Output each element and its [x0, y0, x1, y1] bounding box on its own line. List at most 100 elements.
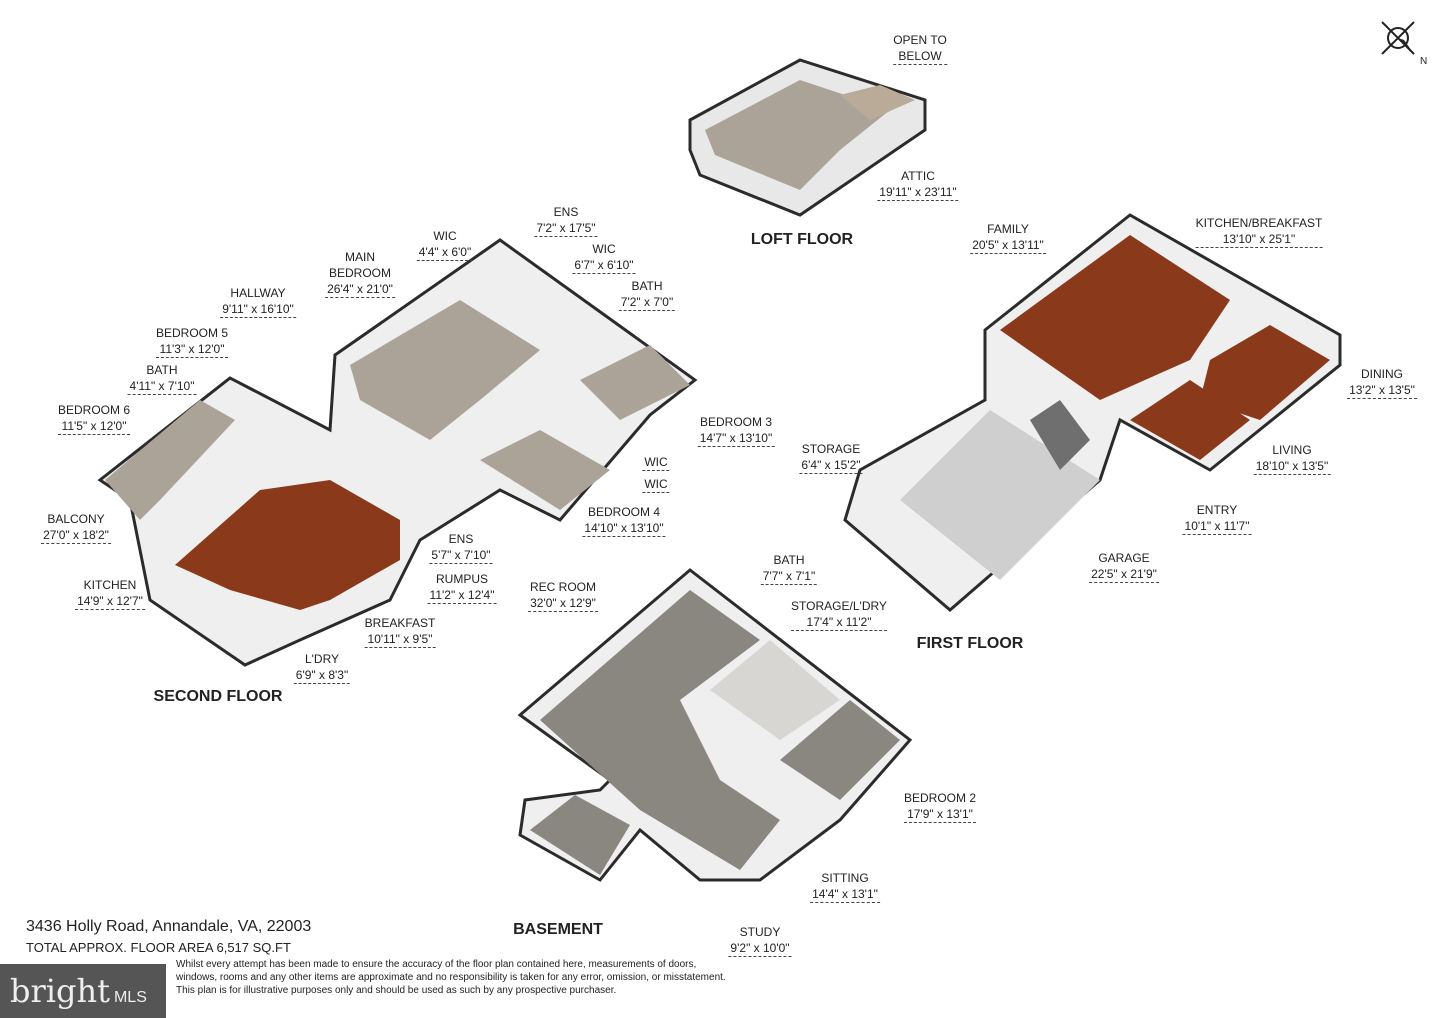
- room-dims: 17'9" x 13'1": [903, 806, 977, 823]
- room-label-storage: STORAGE 6'4" x 15'2": [799, 441, 863, 474]
- room-name: OPEN TO: [893, 33, 947, 47]
- room-dims: 13'2" x 13'5": [1347, 383, 1417, 399]
- room-label-wic-4: WIC: [642, 476, 670, 493]
- room-dims: 17'4" x 11'2": [791, 614, 887, 631]
- room-name: ENTRY: [1196, 503, 1238, 517]
- room-label-bath: BATH 4'11" x 7'10": [127, 362, 197, 395]
- room-dims: 27'0" x 18'2": [41, 528, 111, 544]
- room-dims: 11'3" x 12'0": [155, 341, 229, 358]
- floor-title-second: SECOND FLOOR: [153, 688, 283, 705]
- room-label-open-to-below: OPEN TO BELOW: [893, 32, 947, 65]
- room-label-main-bedroom: MAIN BEDROOM 26'4" x 21'0": [325, 249, 395, 298]
- room-label-dining: DINING 13'2" x 13'5": [1347, 366, 1417, 399]
- room-name-line2: BEDROOM: [328, 266, 391, 280]
- loft-floor-plan: [688, 58, 927, 217]
- room-dims: 14'10" x 13'10": [582, 521, 666, 537]
- room-dims: 7'2" x 17'5": [534, 221, 598, 237]
- room-name: STUDY: [739, 925, 781, 939]
- second-floor-plan: [97, 238, 698, 667]
- room-name: BATH: [146, 363, 178, 377]
- property-address: 3436 Holly Road, Annandale, VA, 22003: [26, 918, 312, 935]
- room-label-balcony: BALCONY 27'0" x 18'2": [41, 511, 111, 544]
- room-name: ATTIC: [901, 169, 935, 183]
- room-name: BEDROOM 2: [903, 791, 977, 805]
- room-dims: 14'7" x 13'10": [697, 431, 775, 447]
- disclaimer: Whilst every attempt has been made to en…: [176, 959, 726, 996]
- room-dims: 6'7" x 6'10": [572, 258, 636, 274]
- room-dims: 4'4" x 6'0": [416, 245, 474, 261]
- room-label-sitting: SITTING 14'4" x 13'1": [810, 870, 880, 903]
- room-label-entry: ENTRY 10'1" x 11'7": [1182, 502, 1252, 535]
- room-name: KITCHEN/BREAKFAST: [1195, 216, 1323, 230]
- room-dims: 18'10" x 13'5": [1253, 459, 1331, 475]
- room-name: BREAKFAST: [364, 616, 436, 630]
- room-dims: 26'4" x 21'0": [325, 282, 395, 298]
- room-name: RUMPUS: [435, 572, 489, 586]
- room-name: BALCONY: [47, 512, 105, 526]
- room-label-wic: WIC 4'4" x 6'0": [416, 228, 474, 261]
- logo-text: bright: [10, 972, 110, 1010]
- room-name: LIVING: [1272, 443, 1312, 457]
- room-dims: 20'5" x 13'11": [970, 238, 1046, 254]
- room-name: BATH: [773, 553, 805, 567]
- room-dims: 13'10" x 25'1": [1195, 231, 1323, 248]
- room-name: SITTING: [821, 871, 869, 885]
- room-label-family: FAMILY 20'5" x 13'11": [970, 221, 1046, 254]
- compass-label: N: [1420, 56, 1428, 67]
- floor-title-basement: BASEMENT: [513, 921, 603, 938]
- room-name: HALLWAY: [230, 286, 286, 300]
- room-name: STORAGE: [801, 442, 861, 456]
- room-name: GARAGE: [1098, 551, 1150, 565]
- room-name: DINING: [1361, 367, 1403, 381]
- first-floor-plan: [843, 213, 1342, 612]
- room-name: BEDROOM 4: [587, 505, 661, 519]
- room-dims: 14'4" x 13'1": [810, 887, 880, 903]
- room-label-hallway: HALLWAY 9'11" x 16'10": [220, 285, 296, 318]
- room-name: WIC: [642, 477, 670, 493]
- room-name: MAIN: [345, 250, 375, 264]
- room-name: REC ROOM: [530, 580, 596, 594]
- room-name: WIC: [433, 229, 457, 243]
- floor-title-loft: LOFT FLOOR: [750, 231, 854, 248]
- room-dims: 14'9" x 12'7": [75, 594, 145, 610]
- basement-plan: [517, 568, 913, 882]
- room-dims: 4'11" x 7'10": [127, 379, 197, 395]
- room-name-line2: BELOW: [893, 48, 947, 65]
- room-dims: 7'2" x 7'0": [618, 295, 676, 311]
- room-name: STORAGE/L'DRY: [791, 599, 887, 613]
- room-name: WIC: [642, 455, 670, 471]
- room-dims: 32'0" x 12'9": [528, 596, 598, 612]
- room-dims: 6'4" x 15'2": [799, 458, 863, 474]
- room-label-bedroom-4: BEDROOM 4 14'10" x 13'10": [582, 504, 666, 537]
- room-dims: 9'11" x 16'10": [220, 302, 296, 318]
- room-dims: 10'1" x 11'7": [1182, 519, 1252, 535]
- room-label-bedroom-3: BEDROOM 3 14'7" x 13'10": [697, 414, 775, 447]
- room-name: BEDROOM 3: [699, 415, 772, 429]
- total-floor-area: TOTAL APPROX. FLOOR AREA 6,517 SQ.FT: [26, 940, 291, 955]
- room-label-wic-3: WIC: [642, 454, 670, 471]
- room-name: BEDROOM 6: [57, 403, 131, 417]
- room-label-rec-room: REC ROOM 32'0" x 12'9": [528, 579, 598, 612]
- room-name: BEDROOM 5: [155, 326, 229, 340]
- room-name: KITCHEN: [83, 578, 137, 592]
- room-dims: 5'7" x 7'10": [429, 548, 493, 564]
- logo-suffix: MLS: [113, 989, 147, 1006]
- floor-title-first: FIRST FLOOR: [916, 635, 1024, 652]
- room-dims: 10'11" x 9'5": [364, 631, 436, 648]
- room-name: FAMILY: [987, 222, 1029, 236]
- room-label-living: LIVING 18'10" x 13'5": [1253, 442, 1331, 475]
- room-name: L'DRY: [304, 652, 340, 666]
- room-dims: 9'2" x 10'0": [728, 941, 792, 957]
